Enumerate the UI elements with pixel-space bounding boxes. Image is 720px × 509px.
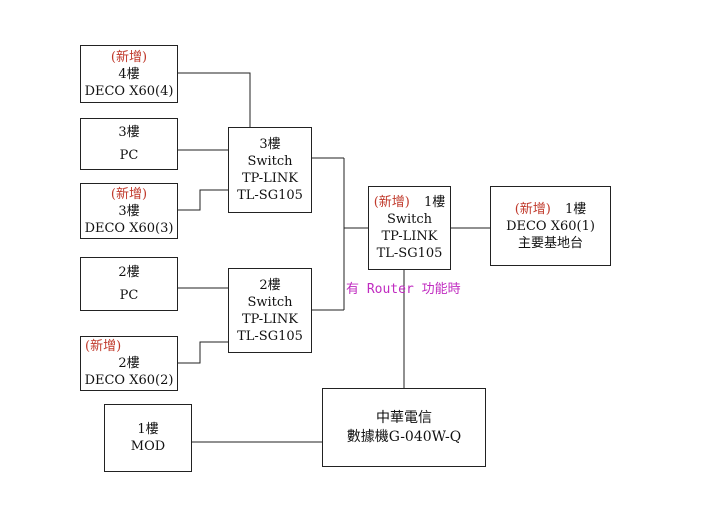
node-deco2: (新增) 2樓 DECO X60(2): [80, 336, 178, 391]
node-line: 2樓: [118, 356, 140, 371]
link-deco3-switch3: [178, 189, 228, 211]
node-line: 2樓: [118, 265, 140, 280]
node-pc3: 3樓 PC: [80, 118, 178, 170]
router-note: 有 Router 功能時: [346, 282, 461, 297]
link-deco2-switch2: [178, 341, 228, 364]
node-line: 3樓: [118, 125, 140, 140]
node-line: 4樓: [118, 66, 140, 82]
new-tag: (新增): [85, 339, 122, 354]
new-tag: (新增): [110, 186, 148, 202]
node-line: DECO X60(4): [84, 83, 174, 99]
node-pc2: 2樓 PC: [80, 257, 178, 311]
node-switch1: (新增) 1樓 Switch TP-LINK TL-SG105: [368, 186, 451, 270]
node-deco4: (新增) 4樓 DECO X60(4): [80, 45, 178, 103]
node-line: PC: [119, 148, 139, 163]
node-line: PC: [119, 288, 139, 303]
node-line: Switch: [247, 294, 293, 310]
node-cht-modem: 中華電信 數據機G-040W-Q: [322, 388, 486, 467]
node-line: 中華電信: [376, 409, 432, 426]
new-tag: (新增): [373, 195, 410, 210]
node-line: Switch: [386, 212, 433, 227]
node-header: (新增) 1樓: [515, 201, 587, 218]
node-line: 1樓: [137, 422, 159, 437]
node-line: DECO X60(3): [84, 220, 174, 236]
node-line: TL-SG105: [237, 188, 303, 203]
node-line: 3樓: [118, 203, 140, 219]
node-line: 主要基地台: [517, 235, 583, 251]
node-line: DECO X60(2): [84, 373, 174, 388]
node-deco1: (新增) 1樓 DECO X60(1) 主要基地台: [490, 186, 611, 266]
node-line: 2樓: [259, 277, 281, 293]
node-line: DECO X60(1): [506, 218, 595, 234]
node-line: TP-LINK: [242, 171, 298, 186]
node-line: Switch: [247, 154, 293, 169]
node-line: 3樓: [259, 137, 281, 152]
node-floor: 1樓: [565, 201, 587, 217]
node-header: (新增) 1樓: [374, 194, 446, 211]
new-tag: (新增): [514, 201, 551, 217]
node-line: TL-SG105: [237, 328, 303, 344]
node-switch2: 2樓 Switch TP-LINK TL-SG105: [228, 268, 312, 353]
node-line: TL-SG105: [376, 246, 443, 261]
node-line: TP-LINK: [381, 229, 438, 244]
link-deco4-switch3: [178, 72, 251, 127]
node-line: MOD: [130, 439, 166, 454]
new-tag: (新增): [110, 49, 148, 65]
node-mod1: 1樓 MOD: [104, 404, 192, 472]
node-switch3: 3樓 Switch TP-LINK TL-SG105: [228, 127, 312, 213]
node-deco3: (新增) 3樓 DECO X60(3): [80, 183, 178, 239]
node-line: TP-LINK: [242, 311, 298, 327]
node-floor: 1樓: [424, 195, 446, 210]
node-line: 數據機G-040W-Q: [346, 428, 462, 445]
